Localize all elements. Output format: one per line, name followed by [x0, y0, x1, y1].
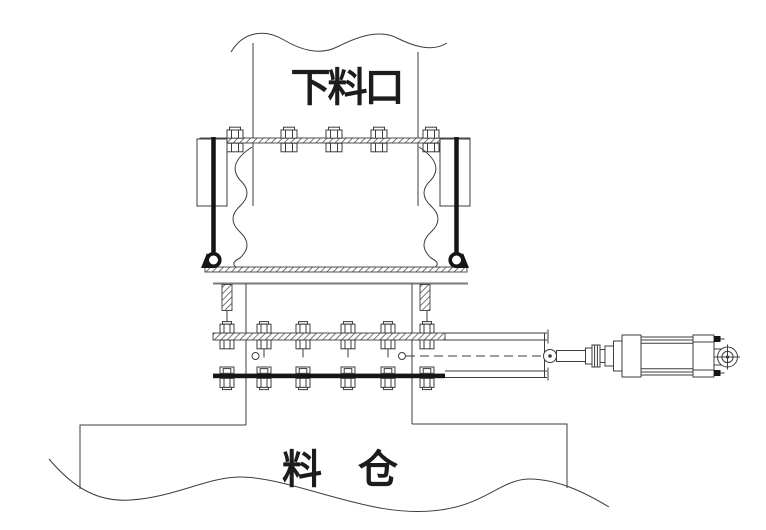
slide-gate — [212, 310, 549, 391]
gate-mount — [213, 282, 468, 311]
silo-wall-right — [412, 423, 568, 488]
air-cylinder — [543, 333, 740, 378]
gate-lower-bar — [213, 373, 445, 379]
gate-lower-bolts — [219, 366, 435, 391]
gate-upper-flange-bar — [212, 332, 446, 341]
silo: 料 仓 — [48, 423, 610, 513]
tie-rod-nut-top — [714, 336, 721, 342]
bellows-right — [418, 146, 439, 268]
bellows-lower-flange-bar — [204, 266, 468, 273]
cylinder-tie-rods — [641, 339, 693, 373]
top-duct: 下料口 — [230, 32, 448, 138]
cylinder-rear-head — [692, 334, 715, 378]
rod-eye-right — [448, 251, 465, 269]
standoff-post-right — [419, 284, 431, 311]
upper-flange-bar — [199, 137, 471, 144]
bellows-left — [232, 146, 253, 268]
clevis-pin-center — [548, 354, 552, 358]
silo-label: 料 仓 — [282, 447, 399, 492]
upper-flange-assembly — [196, 126, 471, 273]
top-break-line — [230, 32, 448, 53]
guide-rails — [445, 329, 549, 381]
silo-break-line — [48, 458, 610, 513]
cylinder-front-plate — [613, 340, 623, 372]
upper-flange-bolts — [226, 126, 440, 153]
piston-rod — [556, 350, 586, 362]
gate-upper-bolts — [219, 310, 435, 358]
gate-hole-right — [398, 352, 406, 360]
silo-wall-left — [79, 424, 246, 489]
gate-hole-left — [251, 352, 260, 360]
standoff-post-left — [221, 284, 233, 311]
rod-eye-left — [205, 251, 222, 269]
tie-rod-nut-bottom — [714, 370, 721, 376]
cylinder-rear-eye — [714, 344, 740, 370]
top-duct-label: 下料口 — [291, 65, 402, 110]
rod-coupler — [585, 344, 614, 368]
cylinder-front-head — [621, 334, 642, 378]
